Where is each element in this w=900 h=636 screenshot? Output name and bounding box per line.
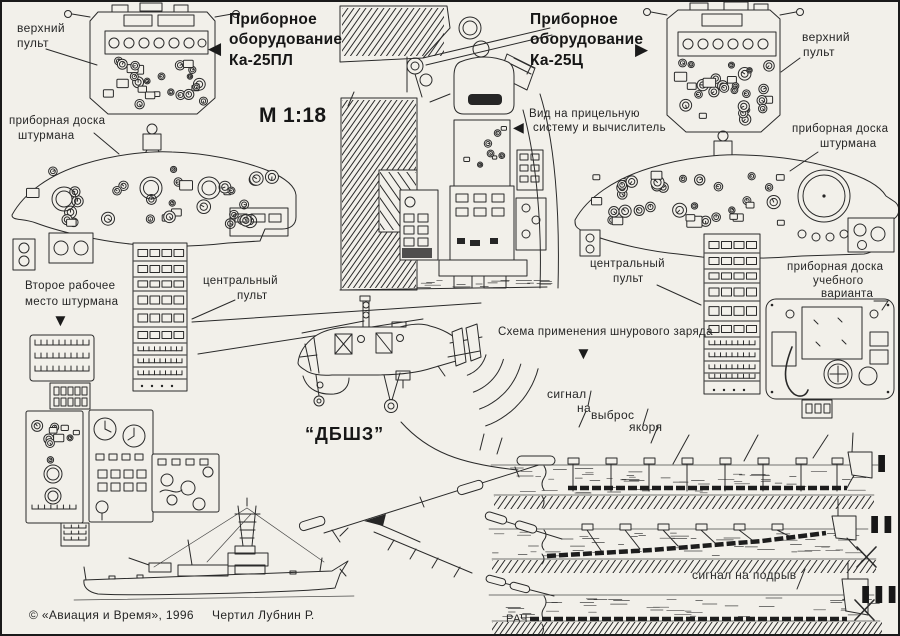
ka25pl-central-console-drawing (132, 242, 188, 392)
ka25pl-central-console-label-2: пульт (237, 290, 268, 302)
ka25pl-title-3: Ка-25ПЛ (229, 52, 294, 69)
copyright-label: © «Авиация и Время», 1996 (29, 608, 194, 622)
pointer-right-icon: ▶ (635, 40, 649, 59)
sight-system-cutaway-drawing (339, 5, 559, 291)
second-station-panels-drawing (25, 334, 220, 547)
ka25ts-nav-board-label-2: штурмана (820, 138, 877, 150)
pointer-left-icon-2: ◀ (513, 119, 525, 135)
charge-name-label: “ДБШЗ” (305, 424, 385, 444)
label-leader-lines (45, 48, 889, 320)
helicopter-drawing (191, 295, 483, 413)
ka25pl-title-2: оборудование (229, 31, 343, 48)
ka25ts-title-3: Ка-25Ц (530, 52, 584, 69)
stage-1-numeral: I (875, 452, 889, 478)
stage-3-numeral: III (859, 583, 899, 609)
anchor-signal-2: на (577, 401, 592, 415)
pointer-down-icon: ▼ (52, 311, 70, 330)
ka25ts-upper-console-drawing (643, 2, 804, 133)
charge-deployment-drawing (298, 354, 829, 590)
ka25pl-nav-board-label-1: приборная доска (9, 115, 106, 127)
ka25ts-title-1: Приборное (530, 11, 618, 28)
ka25pl-upper-console-label-2: пульт (17, 36, 49, 50)
sight-view-label-1: Вид на прицельную (529, 108, 640, 120)
scale-label: М 1:18 (259, 104, 327, 127)
ka25ts-upper-console-label-2: пульт (803, 45, 835, 59)
ka25pl-central-console-label-1: центральный (203, 275, 278, 287)
ka25ts-nav-board-label-1: приборная доска (792, 123, 889, 135)
ka25ts-central-console-label-1: центральный (590, 258, 665, 270)
ka25pl-title-1: Приборное (229, 11, 317, 28)
ship-drawing (73, 497, 355, 601)
ka25pl-nav-board-drawing (11, 123, 297, 271)
ka25pl-upper-console-drawing (64, 2, 240, 115)
ka25pl-upper-console-label-1: верхний (17, 21, 65, 35)
sight-view-label-2: систему и вычислитель (533, 122, 666, 134)
ka25ts-nav-board-drawing (574, 130, 898, 259)
margin-note: РАЧ (506, 613, 528, 625)
training-board-label-1: приборная доска (787, 261, 884, 273)
scheme-title: Схема применения шнурового заряда (498, 326, 713, 338)
ka25ts-title-2: оборудование (530, 31, 644, 48)
ka25ts-central-console-drawing (703, 233, 761, 395)
deployment-stage-3-drawing (485, 561, 882, 634)
training-board-label-3: варианта (821, 288, 874, 300)
pointer-down-icon-2: ▼ (575, 344, 593, 363)
second-station-label-2: место штурмана (25, 296, 119, 308)
second-station-label-1: Второе рабочее (25, 280, 116, 292)
detonate-signal-label: сигнал на подрыв (692, 568, 797, 582)
deployment-stage-1-drawing (490, 432, 879, 509)
anchor-signal-4: якоря (629, 420, 663, 434)
pointer-left-icon: ◀ (208, 39, 222, 58)
ka25ts-upper-console-label-1: верхний (802, 30, 850, 44)
drafter-label: Чертил Лубнин Р. (212, 608, 315, 622)
stage-2-numeral: II (868, 513, 895, 539)
training-board-label-2: учебного (813, 275, 864, 287)
anchor-signal-3: выброс (591, 408, 635, 422)
ka25pl-nav-board-label-2: штурмана (18, 130, 75, 142)
anchor-signal-1: сигнал (547, 387, 587, 401)
training-board-drawing (765, 298, 895, 419)
deployment-stage-2-drawing (484, 498, 877, 573)
ka25ts-central-console-label-2: пульт (613, 273, 644, 285)
